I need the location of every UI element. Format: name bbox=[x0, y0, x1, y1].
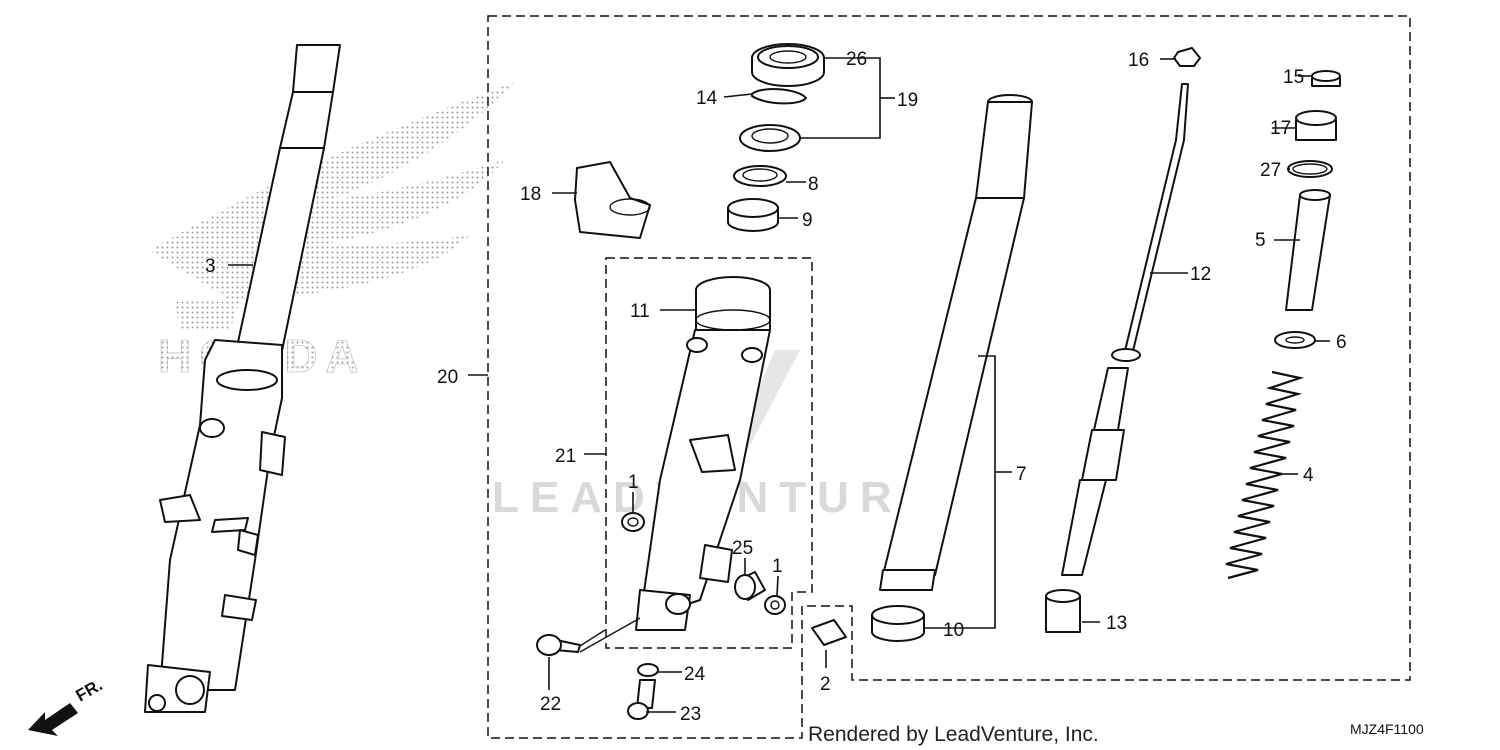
honda-wing-watermark: HONDA bbox=[150, 82, 515, 382]
callout-8: 8 bbox=[808, 174, 819, 195]
diagram-code: MJZ4F1100 bbox=[1350, 721, 1424, 737]
assembly-20-boundary bbox=[487, 15, 1411, 739]
callout-4: 4 bbox=[1303, 465, 1314, 486]
washer-part-8 bbox=[733, 165, 787, 187]
washer-part-6 bbox=[1274, 331, 1316, 349]
bolt-part-17 bbox=[1295, 110, 1337, 141]
bolt-part-23 bbox=[627, 679, 656, 720]
callout-2: 2 bbox=[820, 674, 831, 695]
piece-part-13 bbox=[1045, 589, 1081, 633]
callout-25: 25 bbox=[732, 538, 753, 559]
callout-1b: 1 bbox=[772, 556, 783, 577]
cap-part-15 bbox=[1311, 70, 1341, 87]
callout-22: 22 bbox=[540, 694, 561, 715]
pin-part-2 bbox=[811, 619, 847, 646]
callout-3: 3 bbox=[205, 256, 216, 277]
fork-slider-part-21 bbox=[635, 276, 771, 631]
cover-part-18 bbox=[574, 161, 651, 239]
callout-17: 17 bbox=[1270, 118, 1291, 139]
callout-10: 10 bbox=[943, 620, 964, 641]
spacer-part-5 bbox=[1285, 189, 1331, 311]
callout-24: 24 bbox=[684, 664, 706, 685]
direction-label: FR. bbox=[73, 675, 106, 705]
seal-part-1a bbox=[621, 512, 645, 532]
collar-part-25 bbox=[734, 571, 766, 601]
callout-15: 15 bbox=[1283, 67, 1304, 88]
seal-part-1b bbox=[764, 595, 786, 615]
callout-labels: 3 26 19 14 8 9 18 11 21 20 1 25 1 2 22 2… bbox=[205, 49, 1347, 725]
spring-part-4 bbox=[1225, 370, 1305, 580]
bolt-part-22 bbox=[536, 617, 641, 656]
assembly-21-boundary bbox=[605, 257, 813, 649]
callout-19: 19 bbox=[897, 90, 918, 111]
fork-tube-part-7 bbox=[879, 94, 1033, 591]
callout-12: 12 bbox=[1190, 264, 1211, 285]
callout-20: 20 bbox=[437, 367, 458, 388]
callout-23: 23 bbox=[680, 704, 701, 725]
seal-part-19 bbox=[739, 124, 801, 152]
callout-13: 13 bbox=[1106, 613, 1127, 634]
callout-18: 18 bbox=[520, 184, 541, 205]
render-credit: Rendered by LeadVenture, Inc. bbox=[808, 723, 1099, 746]
oil-seal-part-26 bbox=[751, 43, 825, 87]
o-ring-part-27 bbox=[1287, 160, 1333, 178]
clip-part-14 bbox=[751, 88, 807, 105]
callout-1a: 1 bbox=[628, 472, 639, 493]
assembled-fork-part-3 bbox=[144, 44, 341, 713]
damper-rod-part-12 bbox=[1061, 83, 1189, 576]
bushing-part-10 bbox=[871, 605, 925, 642]
front-direction-arrow: FR. bbox=[28, 675, 106, 736]
callout-16: 16 bbox=[1128, 50, 1149, 71]
callout-6: 6 bbox=[1336, 332, 1347, 353]
nut-part-16 bbox=[1173, 47, 1201, 67]
leader-lines bbox=[228, 57, 1330, 713]
callout-7: 7 bbox=[1016, 464, 1027, 485]
callout-21: 21 bbox=[555, 446, 576, 467]
bushing-part-9 bbox=[727, 198, 779, 232]
callout-27: 27 bbox=[1260, 160, 1281, 181]
callout-11: 11 bbox=[630, 301, 650, 322]
callout-26: 26 bbox=[846, 49, 867, 70]
callout-5: 5 bbox=[1255, 230, 1266, 251]
callout-9: 9 bbox=[802, 210, 813, 231]
washer-part-24 bbox=[637, 663, 659, 677]
callout-14: 14 bbox=[696, 88, 718, 109]
